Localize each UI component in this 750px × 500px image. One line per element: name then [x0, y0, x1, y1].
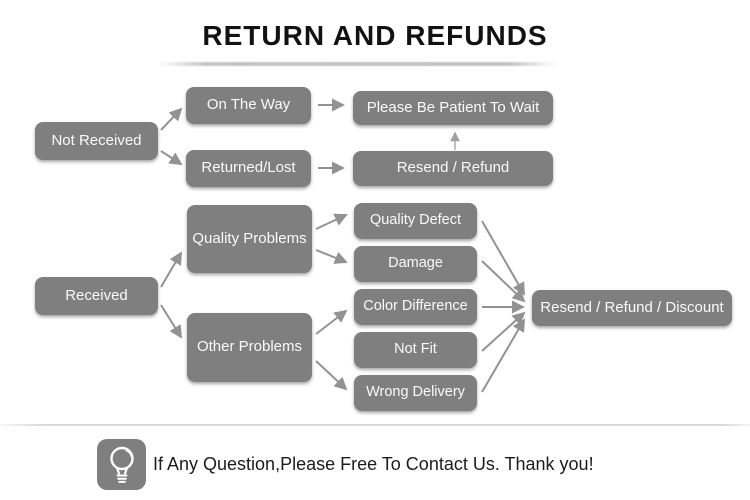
- lightbulb-icon: [97, 439, 146, 490]
- node-resend-refund-discount: Resend / Refund / Discount: [532, 290, 732, 326]
- edge-damage-discount: [481, 260, 526, 303]
- footer-divider: [0, 424, 750, 426]
- node-returned-lost: Returned/Lost: [186, 150, 311, 187]
- edge-quality-problems-quality-defect: [315, 213, 348, 230]
- node-quality-problems: Quality Problems: [187, 205, 312, 273]
- node-label: Quality Problems: [192, 229, 307, 247]
- node-label: Resend / Refund: [396, 159, 510, 177]
- edge-other-problems-wrong-delivery: [315, 360, 348, 391]
- node-please-be-patient: Please Be Patient To Wait: [353, 91, 553, 125]
- node-damage: Damage: [354, 246, 477, 282]
- node-label: Color Difference: [363, 298, 468, 315]
- title-underline: [158, 62, 556, 66]
- node-label: Wrong Delivery: [366, 384, 465, 401]
- node-not-fit: Not Fit: [354, 332, 477, 368]
- node-received: Received: [35, 277, 158, 315]
- node-label: Returned/Lost: [201, 159, 296, 177]
- node-label: Damage: [388, 255, 443, 272]
- node-color-difference: Color Difference: [354, 289, 477, 325]
- edge-quality-problems-damage: [315, 249, 348, 264]
- node-label: Quality Defect: [369, 212, 462, 229]
- node-not-received: Not Received: [35, 122, 158, 160]
- node-on-the-way: On The Way: [186, 87, 311, 124]
- node-resend-refund: Resend / Refund: [353, 151, 553, 186]
- node-label: Other Problems: [196, 338, 303, 356]
- node-label: Not Received: [51, 131, 142, 149]
- edge-not-received-returned-lost: [160, 150, 183, 166]
- edge-wrong-delivery-discount: [481, 318, 525, 393]
- node-other-problems: Other Problems: [187, 313, 312, 382]
- footer-message: If Any Question,Please Free To Contact U…: [153, 454, 594, 474]
- node-wrong-delivery: Wrong Delivery: [354, 375, 477, 411]
- node-quality-defect: Quality Defect: [354, 203, 477, 239]
- node-label: On The Way: [206, 96, 291, 114]
- footer: If Any Question,Please Free To Contact U…: [97, 439, 594, 490]
- edge-received-other-problems: [160, 304, 183, 339]
- edge-quality-defect-discount: [481, 220, 525, 296]
- node-label: Not Fit: [394, 341, 437, 358]
- edge-received-quality-problems: [160, 251, 182, 288]
- edge-not-fit-discount: [481, 311, 526, 352]
- edge-other-problems-color-difference: [315, 309, 348, 335]
- node-label: Please Be Patient To Wait: [366, 98, 540, 116]
- node-label: Resend / Refund / Discount: [540, 298, 724, 316]
- node-label: Received: [65, 286, 128, 304]
- edge-not-received-on-the-way: [160, 107, 183, 131]
- page-title: RETURN AND REFUNDS: [202, 20, 548, 51]
